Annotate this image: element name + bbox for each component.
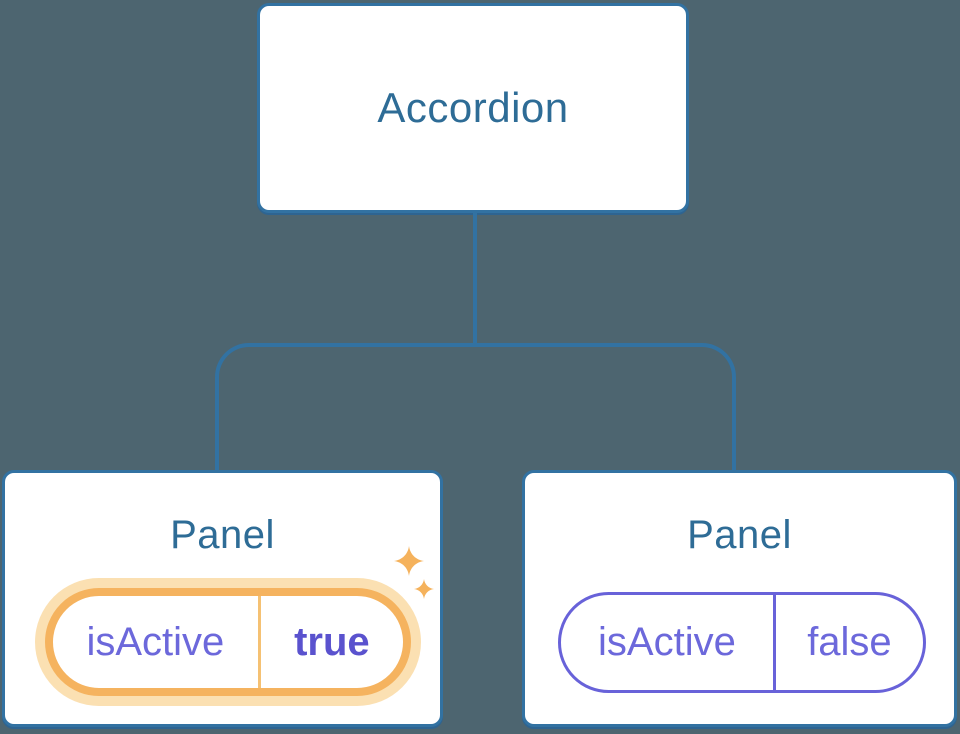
accordion-node: Accordion	[257, 3, 689, 213]
panel-node-active: Panel isActive true	[2, 470, 443, 727]
accordion-label: Accordion	[377, 84, 569, 131]
panel-node-inactive: Panel isActive false	[522, 470, 957, 727]
prop-value-label: false	[807, 620, 892, 664]
sparkle-icon	[394, 546, 424, 576]
panel-title: Panel	[687, 513, 792, 557]
pill-divider	[772, 595, 776, 690]
prop-value-label: true	[294, 619, 370, 664]
sparkle-icon	[414, 579, 434, 599]
prop-name-label: isActive	[598, 620, 736, 664]
prop-pill-inactive: isActive false	[558, 592, 926, 693]
prop-name-label: isActive	[86, 619, 225, 664]
pill-divider	[257, 596, 261, 688]
tree-stem-line	[473, 213, 477, 345]
tree-branch-line	[215, 343, 736, 470]
panel-title: Panel	[170, 513, 275, 557]
prop-pill-active: isActive true	[45, 588, 411, 696]
